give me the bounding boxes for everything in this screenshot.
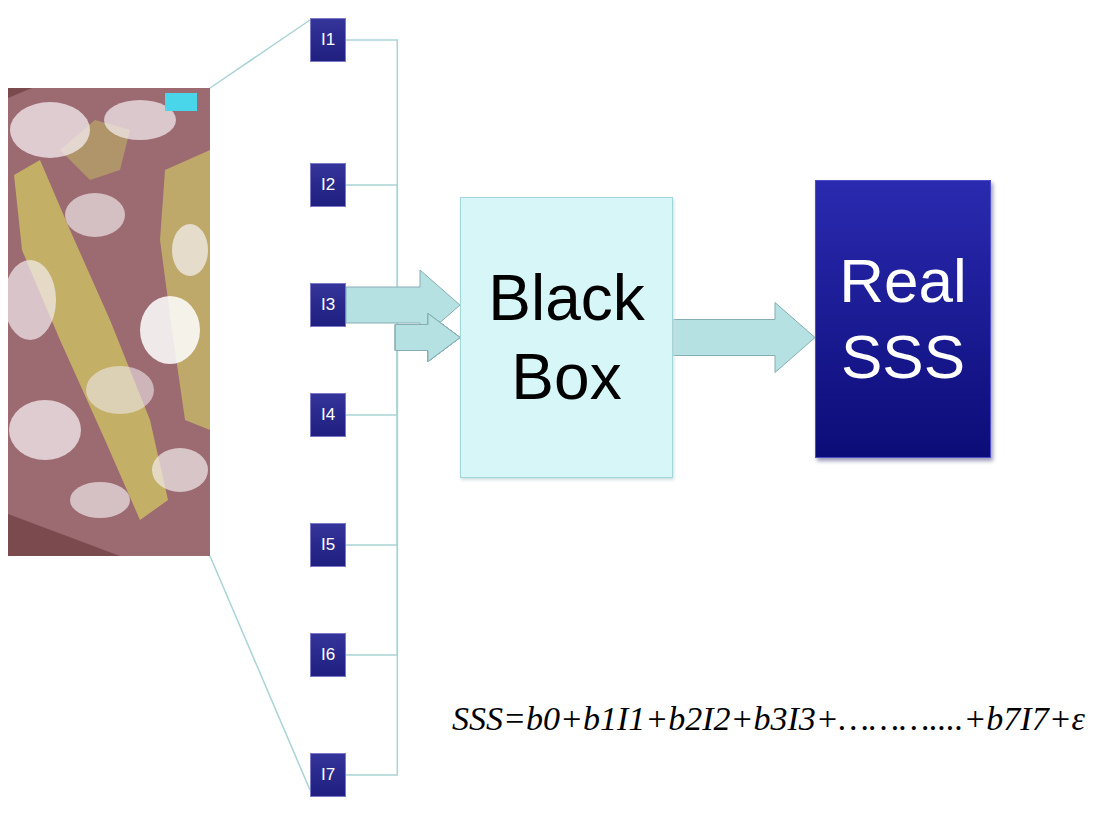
leader-line <box>210 556 310 790</box>
block-arrow <box>395 314 460 362</box>
bracket-line <box>346 338 397 656</box>
bracket-line <box>346 338 397 546</box>
satellite-image <box>4 88 210 556</box>
connector <box>346 314 460 776</box>
block-arrow <box>673 303 815 373</box>
connector <box>346 314 460 546</box>
regression-equation: SSS=b0+b1I1+b2I2+b3I3+………....+b7I7+ε <box>452 700 1085 738</box>
box-text: I5 <box>321 535 335 555</box>
input-box: I7 <box>310 753 346 797</box>
box-text: I4 <box>321 405 335 425</box>
block-arrow <box>395 314 460 362</box>
output-box: Real SSS <box>815 180 991 458</box>
input-box: I5 <box>310 523 346 567</box>
cloud <box>9 400 81 460</box>
cloud <box>172 224 208 276</box>
input-box: I6 <box>310 633 346 677</box>
box-text: I1 <box>321 30 335 50</box>
box-text: Real SSS <box>825 243 981 394</box>
connector <box>346 40 460 362</box>
cloud <box>140 296 200 364</box>
cloud <box>152 448 208 492</box>
box-text: Black Box <box>470 259 663 415</box>
input-box: I2 <box>310 163 346 207</box>
connector <box>346 185 460 362</box>
cloud <box>10 102 90 158</box>
connector <box>673 303 815 373</box>
block-arrow <box>395 314 460 362</box>
model-box: Black Box <box>460 197 673 478</box>
block-arrow <box>395 314 460 362</box>
bracket-line <box>346 338 397 416</box>
land-area <box>160 150 210 430</box>
input-box: I4 <box>310 393 346 437</box>
box-text: I6 <box>321 645 335 665</box>
water-patch <box>165 93 197 111</box>
cloud <box>4 260 56 340</box>
input-box: I1 <box>310 18 346 62</box>
box-text: I7 <box>321 765 335 785</box>
box-text: I3 <box>321 295 335 315</box>
connector <box>346 314 460 656</box>
connector <box>346 314 460 416</box>
cloud <box>65 193 125 237</box>
box-text: I2 <box>321 175 335 195</box>
cloud <box>86 366 154 414</box>
bracket-line <box>346 338 397 776</box>
input-box: I3 <box>310 283 346 327</box>
leader-line <box>210 20 310 88</box>
cloud <box>70 482 130 518</box>
